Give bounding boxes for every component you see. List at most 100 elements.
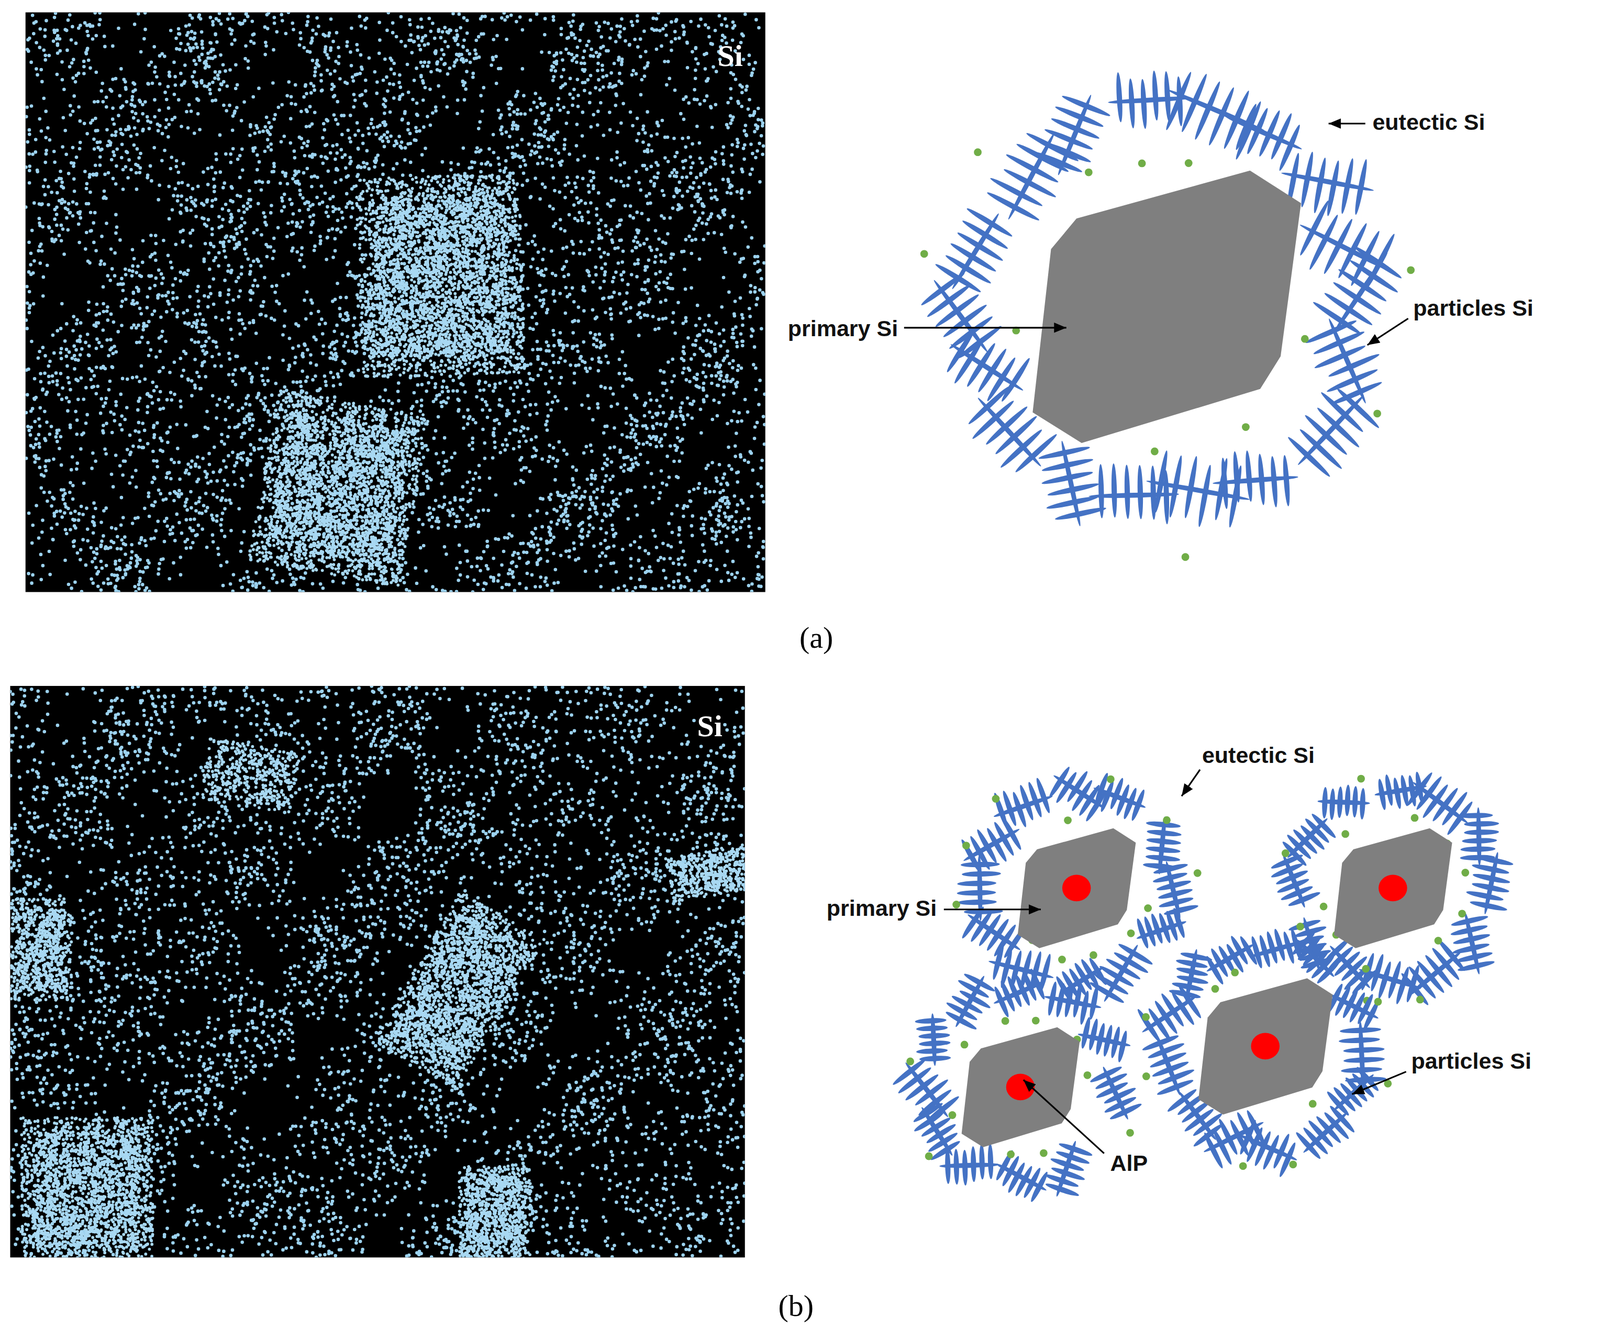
si-particle	[1089, 950, 1098, 959]
eutectic-si	[986, 1146, 1056, 1208]
si-particle	[1458, 909, 1466, 918]
eutectic-si	[1337, 1019, 1387, 1091]
si-particle	[1410, 814, 1419, 822]
eutectic-si	[1085, 1058, 1147, 1128]
si-particle	[1142, 1072, 1151, 1081]
si-particle	[1150, 447, 1159, 456]
si-particle	[1106, 775, 1115, 784]
si-particle	[1126, 1128, 1135, 1137]
si-particle	[1001, 1016, 1010, 1025]
eutectic-si	[1457, 806, 1500, 866]
primary-si	[1017, 828, 1137, 949]
si-particle	[948, 1110, 957, 1119]
eutectic-si	[976, 116, 1085, 236]
callout-label: primary Si	[787, 315, 898, 342]
eutectic-si	[1284, 926, 1347, 989]
si-particle	[1434, 936, 1443, 945]
si-structure	[910, 61, 1415, 561]
si-particle	[1138, 159, 1147, 168]
eutectic-si	[1130, 903, 1192, 953]
eutectic-si	[1290, 1097, 1362, 1168]
eutectic-si	[1392, 932, 1475, 1013]
panel-label: (b)	[778, 1288, 814, 1324]
si-rich-phase	[9, 737, 745, 1258]
si-particle	[1373, 409, 1382, 418]
eutectic-si	[1273, 372, 1390, 489]
si-particle	[1143, 904, 1152, 913]
si-particle	[1193, 869, 1202, 877]
eutectic-si	[1283, 193, 1408, 304]
element-label: Si	[717, 38, 743, 74]
leader-arrow	[904, 326, 1067, 329]
callout-label: particles Si	[1410, 1048, 1531, 1074]
eutectic-si	[1141, 814, 1185, 876]
eutectic-si	[986, 774, 1060, 837]
si-particle	[920, 249, 929, 258]
eutectic-si	[1029, 83, 1115, 186]
eutectic-si	[1444, 907, 1500, 980]
si-particle	[973, 148, 982, 157]
si-particle	[1127, 929, 1136, 938]
si-particle	[1184, 159, 1193, 168]
eutectic-si	[1264, 847, 1324, 916]
primary-si	[1032, 170, 1302, 443]
leader-arrow	[1367, 318, 1409, 346]
si-dots	[9, 685, 745, 1258]
si-particle	[1239, 1161, 1248, 1170]
eutectic-si	[1167, 945, 1215, 1006]
si-particle	[960, 1040, 969, 1049]
si-particle	[1006, 1150, 1015, 1159]
eutectic-si	[1033, 434, 1109, 532]
si-signal	[9, 685, 745, 1258]
si-particle	[1301, 335, 1309, 343]
eutectic-si	[1087, 461, 1180, 527]
eutectic-si	[1039, 1135, 1096, 1204]
si-particle	[952, 900, 961, 909]
alp-nucleus	[1378, 874, 1408, 902]
eutectic-si	[926, 197, 1025, 305]
si-dots	[25, 12, 766, 593]
si-rich-phase	[248, 173, 527, 587]
eutectic-si	[937, 965, 1003, 1037]
callout-label: primary Si	[826, 895, 937, 921]
si-structure	[1130, 921, 1393, 1181]
panel-label: (a)	[799, 620, 833, 656]
callout-label: eutectic Si	[1372, 109, 1485, 136]
si-particle	[1058, 955, 1066, 964]
eutectic-si	[1399, 762, 1483, 842]
si-particle	[1084, 168, 1093, 177]
eutectic-si	[904, 1096, 970, 1167]
si-particle	[1461, 868, 1470, 877]
eutectic-si	[1130, 977, 1210, 1052]
callout-label: particles Si	[1413, 295, 1533, 321]
si-particle	[1357, 774, 1365, 783]
si-structure	[886, 963, 1147, 1208]
eutectic-si	[886, 1048, 967, 1132]
eutectic-si	[953, 810, 1031, 880]
leader-arrow	[1351, 1071, 1406, 1095]
alp-nucleus	[1250, 1032, 1280, 1060]
leader-arrow	[1023, 1079, 1105, 1153]
eutectic-si	[1139, 445, 1257, 536]
si-particle	[1162, 816, 1171, 825]
si-particle	[1374, 997, 1383, 1006]
primary-si	[1198, 978, 1333, 1115]
si-particle	[962, 841, 971, 850]
si-particle	[1241, 423, 1250, 431]
si-particle	[1281, 849, 1290, 858]
si-structure	[1264, 762, 1519, 1013]
eutectic-si	[1152, 61, 1277, 165]
si-particle	[1083, 1071, 1092, 1080]
si-particle	[1289, 1160, 1297, 1169]
eutectic-si	[1197, 928, 1264, 988]
eutectic-si	[1086, 769, 1153, 826]
eutectic-si	[1073, 1015, 1135, 1064]
si-particle	[1361, 964, 1370, 973]
eutectic-si	[1321, 1060, 1386, 1124]
si-particle	[1211, 984, 1220, 993]
si-particle	[992, 794, 1000, 803]
leader-lines	[904, 123, 1409, 1154]
eutectic-si	[1106, 68, 1193, 131]
leader-arrow	[1328, 122, 1366, 125]
eutectic-si	[956, 854, 1004, 922]
